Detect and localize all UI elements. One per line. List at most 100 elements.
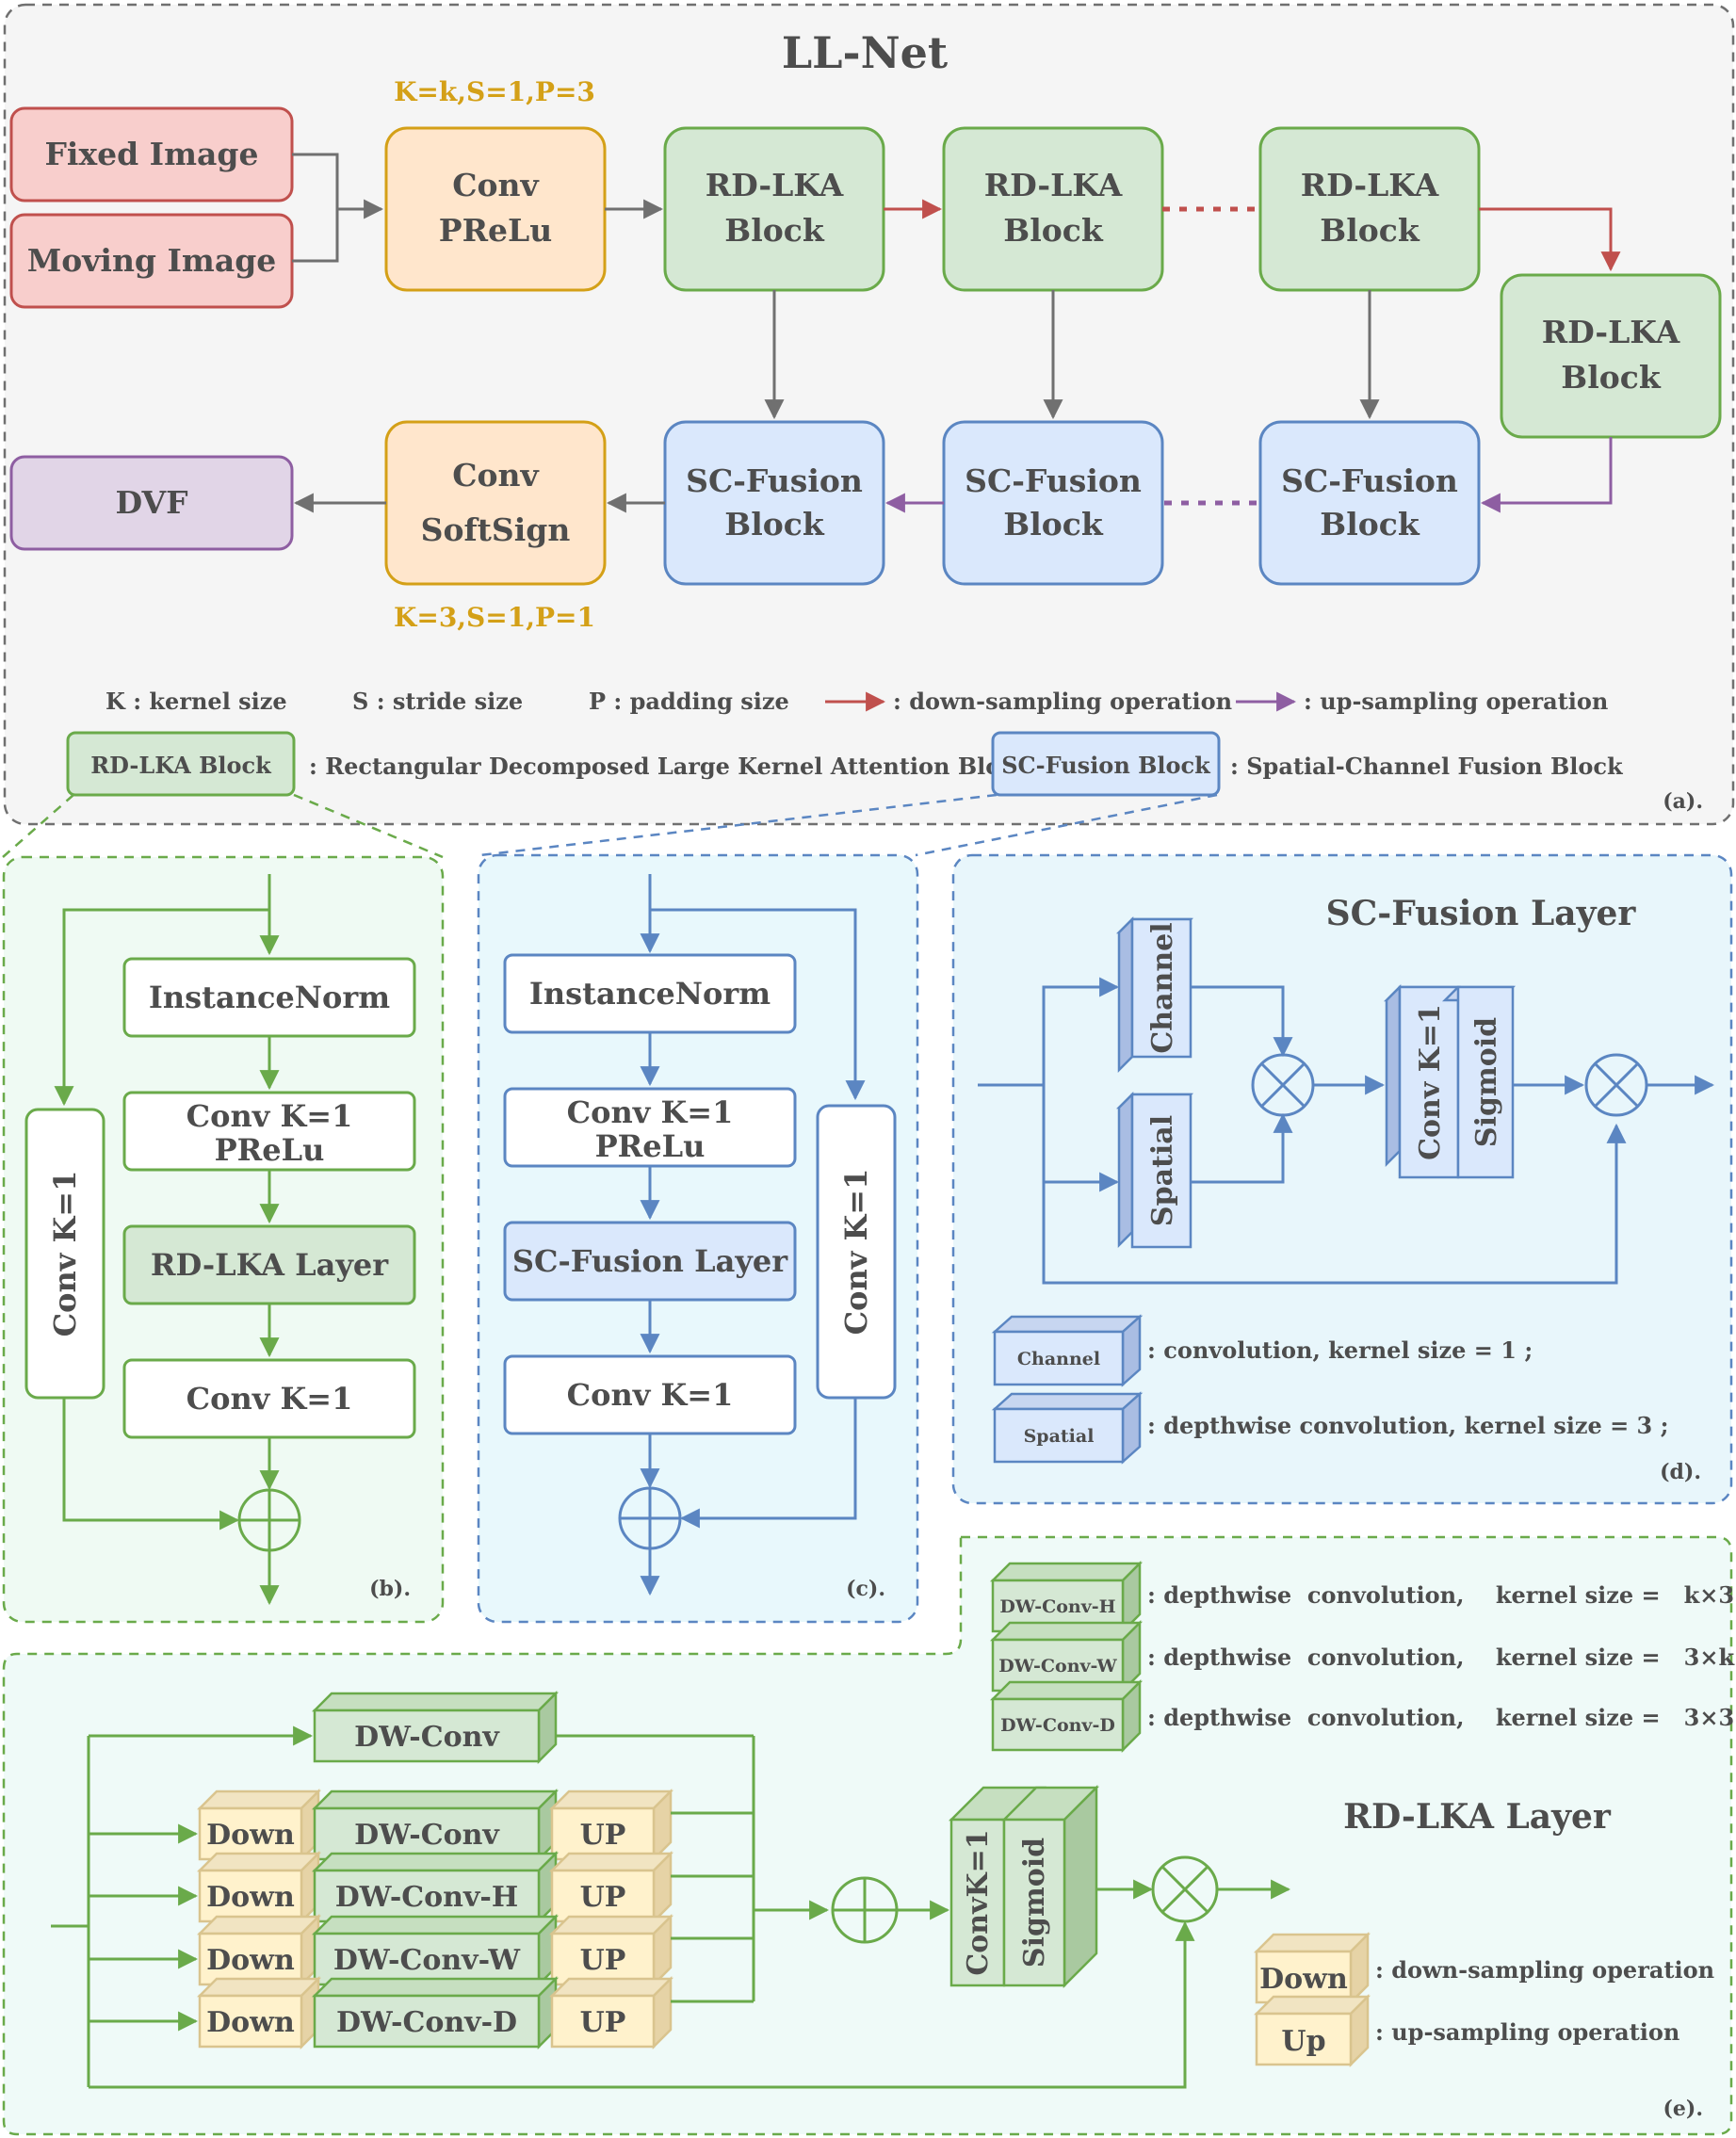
rdlka-block-2: RD-LKA Block	[942, 126, 1164, 292]
panel-c: InstanceNorm Conv K=1 PReLu SC-Fusion La…	[477, 853, 919, 1624]
d-multiply-icon-1	[1251, 1053, 1315, 1117]
panel-b-tag: (b).	[369, 1577, 411, 1601]
c-add-icon	[618, 1486, 682, 1550]
rdlka-block-1: RD-LKA Block	[663, 126, 885, 292]
legend-kernel: K : kernel size	[105, 688, 287, 715]
svg-text:Conv K=1: Conv K=1	[567, 1094, 734, 1130]
c-scfusion-layer: SC-Fusion Layer	[503, 1221, 797, 1302]
svg-text:Channel: Channel	[1017, 1349, 1100, 1369]
b-conv-prelu: Conv K=1 PReLu	[122, 1091, 416, 1172]
svg-text:Block: Block	[724, 506, 825, 543]
svg-text:UP: UP	[580, 1881, 626, 1914]
conv-params-top: K=k,S=1,P=3	[394, 76, 595, 107]
e-legend-d-desc: : depthwise convolution, kernel size = 3…	[1147, 1704, 1736, 1731]
e-branch-3: Down DW-Conv-W UP	[196, 1913, 674, 1988]
dvf-node: DVF	[9, 455, 294, 551]
svg-text:Block: Block	[1320, 506, 1420, 543]
svg-text:Conv K=1: Conv K=1	[47, 1171, 83, 1337]
svg-text:Block: Block	[1561, 359, 1662, 396]
conv-softsign-node: Conv SoftSign	[384, 420, 607, 586]
c-conv-prelu: Conv K=1 PReLu	[503, 1087, 797, 1168]
svg-text:Block: Block	[724, 212, 825, 249]
moving-image-node: Moving Image	[9, 213, 294, 309]
svg-text:DW-Conv-W: DW-Conv-W	[333, 1944, 521, 1977]
scfusion-block-2: SC-Fusion Block	[942, 420, 1164, 586]
svg-text:PReLu: PReLu	[595, 1128, 706, 1164]
panel-c-tag: (c).	[846, 1577, 885, 1601]
svg-text:SoftSign: SoftSign	[421, 511, 571, 548]
d-legend-channel-box: Channel	[991, 1314, 1144, 1387]
svg-text:ConvK=1: ConvK=1	[962, 1829, 995, 1975]
svg-text:SC-Fusion Layer: SC-Fusion Layer	[512, 1243, 788, 1279]
e-branch-4: Down DW-Conv-D UP	[196, 1975, 674, 2050]
svg-text:Down: Down	[206, 1944, 295, 1977]
svg-text:DW-Conv-D: DW-Conv-D	[336, 2006, 517, 2039]
c-conv-k1: Conv K=1	[503, 1354, 797, 1435]
svg-text:UP: UP	[580, 2006, 626, 2039]
d-conv-block: Conv K=1	[1383, 983, 1462, 1179]
svg-text:Down: Down	[206, 1819, 295, 1852]
e-dwconv-top: DW-Conv	[311, 1690, 560, 1765]
e-up-box: UP	[548, 1850, 674, 1925]
d-spatial-block: Spatial	[1115, 1091, 1194, 1249]
svg-text:RD-LKA: RD-LKA	[706, 167, 844, 203]
svg-text:Down: Down	[206, 1881, 295, 1914]
panel-b: InstanceNorm Conv K=1 PReLu RD-LKA Layer…	[2, 855, 445, 1624]
svg-text:DW-Conv-H: DW-Conv-H	[335, 1881, 518, 1914]
e-up-box: UP	[548, 1913, 674, 1988]
e-add-icon	[831, 1876, 899, 1944]
svg-text:UP: UP	[580, 1819, 626, 1852]
e-legend-down-box: Down	[1253, 1931, 1371, 2006]
e-legend-up-box: Up	[1253, 1993, 1371, 2068]
svg-text:Down: Down	[1259, 1963, 1348, 1996]
svg-text:Conv K=1: Conv K=1	[187, 1381, 353, 1417]
svg-text:RD-LKA: RD-LKA	[1542, 314, 1680, 350]
e-down-box: Down	[196, 1913, 322, 1988]
e-legend-w-desc: : depthwise convolution, kernel size = 3…	[1147, 1644, 1736, 1671]
legend-sc-box: SC-Fusion Block	[991, 731, 1221, 797]
b-instancenorm: InstanceNorm	[122, 957, 416, 1038]
panel-a: LL-Net Fixed Image Moving Image K=k,S=1,…	[3, 3, 1735, 826]
e-legend-d-box: DW-Conv-D	[989, 1678, 1144, 1754]
d-sigmoid-block: Sigmoid	[1441, 985, 1517, 1179]
legend-down-text: : down-sampling operation	[893, 688, 1232, 715]
svg-text:Block: Block	[1003, 212, 1104, 249]
panel-e-tag: (e).	[1663, 2097, 1703, 2121]
svg-text:InstanceNorm: InstanceNorm	[529, 976, 771, 1012]
legend-up-text: : up-sampling operation	[1304, 688, 1608, 715]
panel-e: RD-LKA Layer DW-Conv Down	[51, 1560, 1736, 2121]
rdlka-block-3: RD-LKA Block	[1258, 126, 1481, 292]
e-legend-h-box: DW-Conv-H	[989, 1560, 1144, 1635]
panel-a-tag: (a).	[1663, 789, 1703, 814]
e-dwconv-h-box: DW-Conv-H	[311, 1850, 560, 1925]
svg-text:DW-Conv-D: DW-Conv-D	[1000, 1715, 1115, 1736]
panel-e-title: RD-LKA Layer	[1343, 1797, 1612, 1837]
svg-text:Spatial: Spatial	[1146, 1115, 1179, 1226]
legend-sc-desc: : Spatial-Channel Fusion Block	[1230, 753, 1624, 780]
svg-text:Conv: Conv	[452, 457, 539, 494]
b-rdlka-layer: RD-LKA Layer	[122, 1224, 416, 1305]
svg-text:Fixed Image: Fixed Image	[44, 136, 258, 172]
e-up-box: UP	[548, 1788, 674, 1863]
svg-text:SC-Fusion Block: SC-Fusion Block	[1001, 752, 1211, 779]
svg-text:Block: Block	[1320, 212, 1420, 249]
svg-text:RD-LKA Block: RD-LKA Block	[90, 752, 272, 779]
d-channel-block: Channel	[1115, 915, 1194, 1074]
svg-text:Conv K=1: Conv K=1	[567, 1377, 734, 1413]
c-side-conv: Conv K=1	[816, 1104, 897, 1400]
e-convk1-block: ConvK=1	[948, 1786, 1047, 1987]
svg-text:DW-Conv-H: DW-Conv-H	[999, 1596, 1115, 1617]
svg-text:Down: Down	[206, 2006, 295, 2039]
svg-text:Channel: Channel	[1146, 922, 1179, 1053]
e-dwconv-box: DW-Conv	[311, 1788, 560, 1863]
e-dwconv-w-box: DW-Conv-W	[311, 1913, 560, 1988]
conv-params-bottom: K=3,S=1,P=1	[394, 602, 595, 633]
e-down-box: Down	[196, 1975, 322, 2050]
panel-d: SC-Fusion Layer Channel Spatial	[951, 853, 1733, 1505]
svg-text:Conv K=1: Conv K=1	[838, 1169, 874, 1336]
scfusion-block-3: SC-Fusion Block	[1258, 420, 1481, 586]
d-multiply-icon-2	[1584, 1053, 1648, 1117]
e-branch-2: Down DW-Conv-H UP	[196, 1850, 674, 1925]
legend-stride: S : stride size	[352, 688, 523, 715]
